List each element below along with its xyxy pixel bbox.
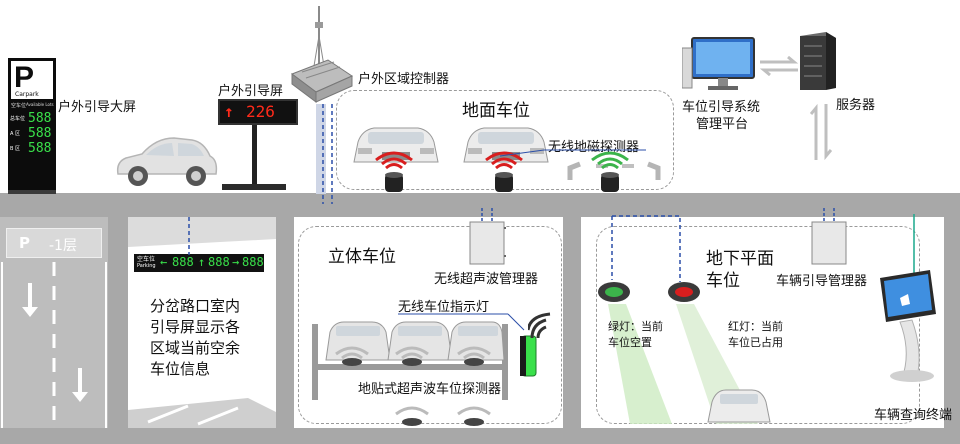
level-sign-level: -1层 — [49, 238, 77, 254]
level-sign: P -1层 — [6, 228, 102, 258]
cable-controller — [322, 104, 333, 204]
floor-ultrasonic-detector-label: 地贴式超声波车位探测器 — [358, 382, 502, 397]
guidance-platform-label-2: 管理平台 — [696, 117, 749, 132]
manager-cable — [823, 208, 835, 222]
basement-floor — [0, 428, 960, 444]
monitor-icon — [682, 37, 755, 90]
controller-pole — [316, 104, 326, 194]
indicator-callout — [398, 313, 525, 331]
stereo-parking-title: 立体车位 — [328, 247, 396, 267]
indicator-light — [520, 335, 537, 377]
outdoor-big-screen: P Carpark 空车位 Available Lots 总车位 588 A 区… — [8, 58, 56, 194]
terminal-cable — [913, 214, 915, 274]
guidance-cables — [611, 215, 681, 282]
bay2-ceiling — [128, 217, 276, 247]
underground-parking-title-1: 地下平面 — [706, 249, 774, 269]
radio-tower-icon — [313, 6, 325, 66]
car-icon — [353, 127, 439, 163]
ultrasonic-manager-label: 无线超声波管理器 — [434, 272, 539, 287]
kiosk-icon — [880, 270, 936, 382]
down-arrow-icon — [22, 283, 38, 317]
ultrasonic-manager-box — [469, 221, 506, 265]
indoor-screen-description: 分岔路口室内 引导屏显示各 区域当前空余 车位信息 — [150, 297, 241, 378]
green-ceiling-light — [598, 282, 630, 302]
detector-icon — [395, 346, 429, 366]
stereo-parking-zone — [298, 226, 562, 424]
underground-parking-zone — [596, 226, 920, 424]
wall-1 — [108, 217, 128, 428]
detector-icon — [395, 406, 429, 426]
green-light-label-1: 绿灯：当前 — [608, 320, 663, 333]
wall-3 — [563, 217, 581, 428]
wall-4 — [944, 217, 960, 428]
controller-icon — [290, 59, 354, 103]
vehicle-guidance-manager-box — [811, 221, 847, 265]
empty-space-marker — [567, 161, 661, 180]
guidance-platform-label-1: 车位引导系统 — [682, 100, 761, 115]
wifi-signal-icon — [528, 312, 551, 339]
manager-cable — [481, 208, 493, 222]
outdoor-screen-label: 户外引导屏 — [218, 84, 284, 99]
outdoor-screen: ↑ 226 — [218, 99, 298, 125]
car-icon — [463, 127, 549, 163]
ground-parking-title: 地面车位 — [462, 101, 530, 121]
link-arrows — [759, 56, 799, 76]
red-ceiling-light — [668, 282, 700, 302]
server-label: 服务器 — [836, 98, 876, 113]
outdoor-screen-pole — [252, 125, 257, 185]
car-icon — [116, 137, 218, 186]
server-icon — [800, 32, 836, 90]
detector-icon — [485, 151, 523, 192]
vertical-link-arrows — [810, 103, 832, 161]
parking-sign-icon: P Carpark — [11, 61, 53, 99]
level-sign-p: P — [19, 234, 30, 252]
vehicle-query-terminal-label: 车辆查询终端 — [874, 408, 953, 423]
detector-icon — [457, 406, 491, 426]
detector-icon — [335, 346, 369, 366]
vehicle-guidance-manager-label: 车辆引导管理器 — [776, 274, 868, 289]
indoor-screen-cable — [188, 217, 190, 255]
detector-icon — [457, 346, 491, 366]
outdoor-big-screen-label: 户外引导大屏 — [58, 100, 137, 115]
callout-line — [500, 149, 646, 157]
light-beam-green — [608, 304, 672, 424]
down-arrow-icon — [72, 368, 88, 402]
car-icon — [707, 389, 771, 423]
underground-parking-title-2: 车位 — [706, 271, 740, 291]
outdoor-screen-base — [222, 184, 286, 190]
detector-icon — [591, 151, 629, 192]
red-light-label-1: 红灯：当前 — [728, 320, 783, 333]
indoor-screen: 空车位 Parking ← 888 ↑ 888 → 888 — [134, 254, 264, 272]
indicator-light-label: 无线车位指示灯 — [398, 300, 490, 315]
wireless-magnetic-detector-label: 无线地磁探测器 — [548, 140, 640, 155]
green-light-label-2: 车位空置 — [608, 336, 652, 349]
detector-icon — [375, 151, 413, 192]
wall-2 — [276, 217, 294, 428]
red-light-label-2: 车位已占用 — [728, 336, 783, 349]
bay2-floor — [128, 398, 276, 428]
ground-slab — [0, 193, 960, 217]
outdoor-controller-label: 户外区域控制器 — [358, 72, 450, 87]
